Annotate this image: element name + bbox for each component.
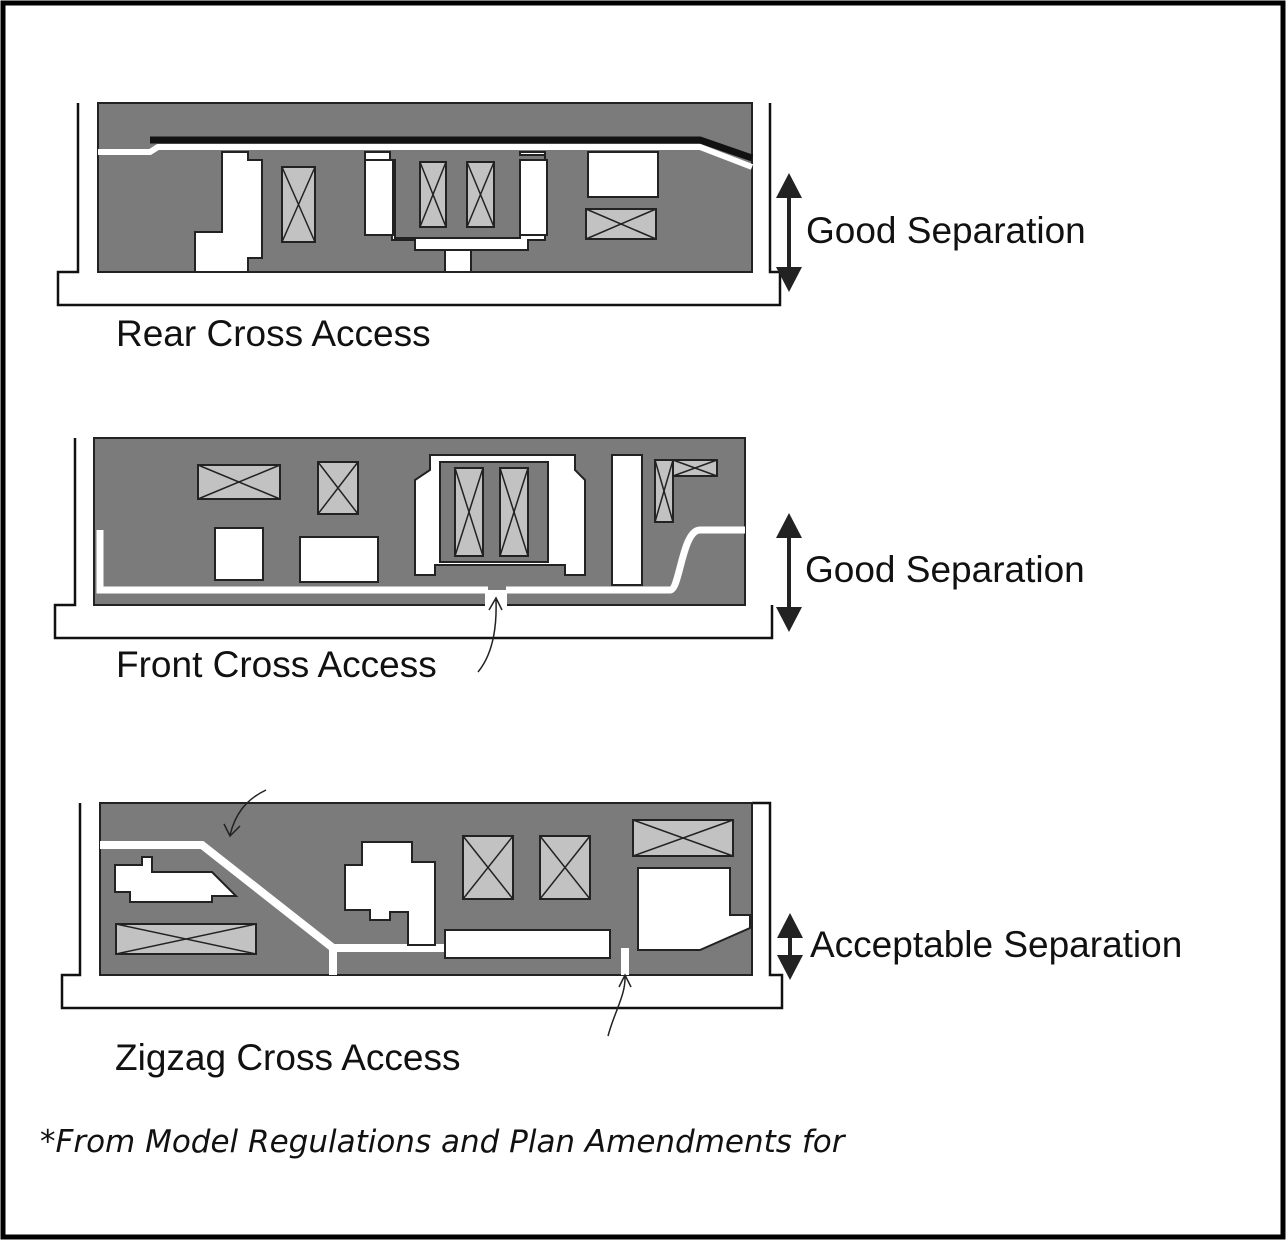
parking-bay [672,459,718,477]
pointer-arrow-icon [477,596,503,673]
source-footnote: *From Model Regulations and Plan Amendme… [40,1124,847,1160]
rear-cross-access-diagram: Good Separation Rear Cross Access [56,102,1086,354]
parking-bay [466,161,495,228]
building-irregular [114,856,239,903]
rear-access-road-edge [150,136,754,162]
building [214,527,264,581]
parking-bay [585,208,657,240]
diagram-title: Rear Cross Access [116,313,431,354]
separation-label: Good Separation [805,549,1085,590]
double-arrow-icon [776,513,802,632]
parking-bay [499,467,529,557]
parking-bay [115,923,257,955]
parking-bay [462,835,514,900]
parking-bay [539,835,591,900]
front-cross-access-diagram: Good Separation Front Cross Access [53,437,1085,685]
parking-bay [632,819,734,857]
front-access-road [96,526,745,594]
building-corner [637,867,751,951]
separation-label: Acceptable Separation [810,924,1182,965]
diagram-title: Front Cross Access [116,644,437,685]
building-tall [611,454,643,586]
parking-bay [654,459,674,523]
building-small [587,151,659,198]
parking-bay [454,467,484,557]
pointer-arrow-icon [223,789,267,838]
parking-bay [197,464,281,500]
parking-bay [419,161,447,228]
building-left-of-center [364,159,394,236]
zigzag-cross-access-diagram: Acceptable Separation Zigzag Cross Acces… [60,789,1182,1078]
driveway-1 [194,151,263,273]
driveway-center-exit [444,249,472,273]
building-long [444,929,611,959]
separation-label: Good Separation [806,210,1086,251]
building-right-of-center [519,159,548,236]
building [299,536,379,583]
double-arrow-icon [776,173,802,292]
parking-bay [317,461,359,515]
double-arrow-icon [777,913,803,980]
building-cross-shape [344,841,436,946]
diagram-title: Zigzag Cross Access [115,1037,460,1078]
pointer-arrow-icon [607,973,632,1037]
rear-access-road [98,144,754,170]
parking-bay [281,166,316,243]
